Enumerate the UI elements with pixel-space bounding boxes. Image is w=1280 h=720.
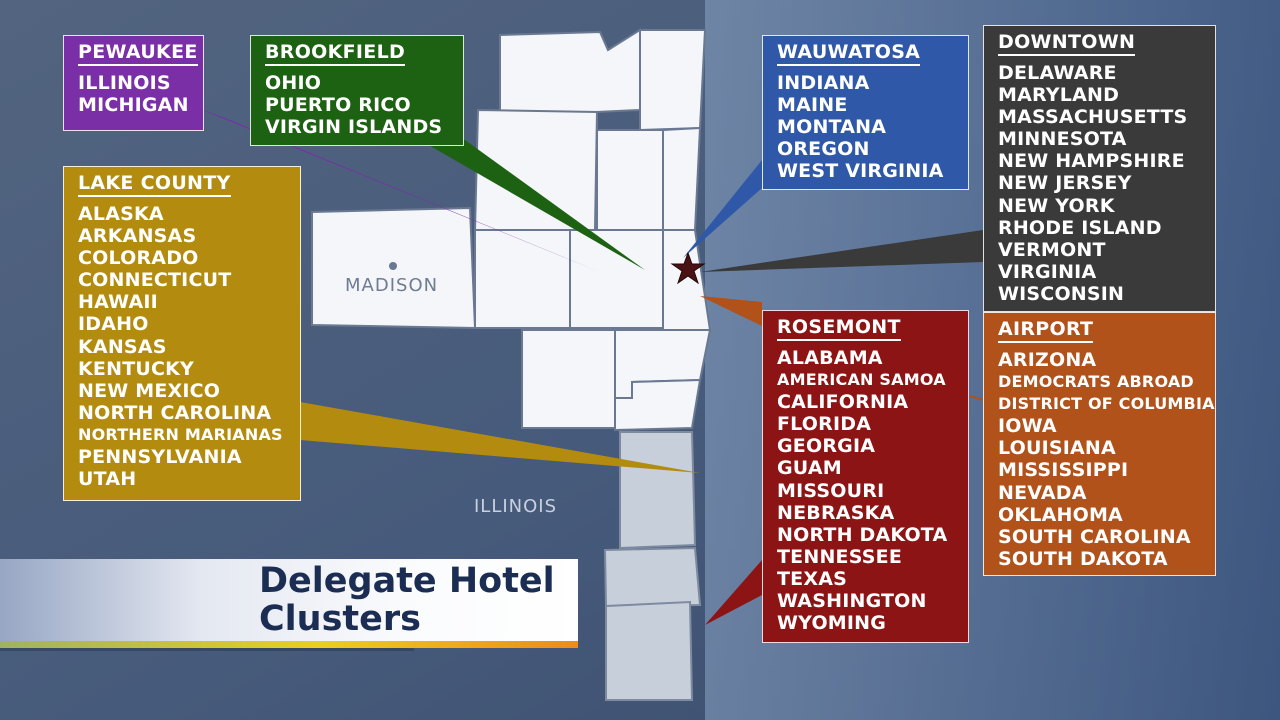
wauwatosa-pointer — [683, 160, 762, 258]
illinois-label: ILLINOIS — [474, 496, 557, 517]
state-list: ARIZONA DEMOCRATS ABROAD DISTRICT OF COL… — [998, 349, 1215, 570]
state-item: MONTANA — [777, 116, 887, 139]
state-item: FLORIDA — [777, 413, 872, 436]
state-item: OHIO — [265, 72, 322, 94]
page-title: Delegate Hotel Clusters — [259, 562, 559, 638]
lake-county-pointer — [300, 402, 700, 473]
state-item: VIRGINIA — [998, 260, 1097, 283]
state-item: ALABAMA — [777, 347, 883, 369]
state-list: ALABAMA AMERICAN SAMOA CALIFORNIA FLORID… — [777, 347, 968, 634]
state-item: NEW YORK — [998, 194, 1115, 217]
cluster-name: PEWAUKEE — [78, 42, 198, 66]
state-item: KENTUCKY — [78, 357, 195, 380]
state-item: DELAWARE — [998, 62, 1117, 84]
state-list: DELAWARE MARYLAND MASSACHUSETTS MINNESOT… — [998, 62, 1215, 305]
cluster-name: WAUWATOSA — [777, 42, 921, 66]
state-item: ARIZONA — [998, 349, 1097, 371]
state-item: GEORGIA — [777, 435, 876, 458]
cluster-airport: AIRPORT ARIZONA DEMOCRATS ABROAD DISTRIC… — [983, 312, 1216, 576]
cluster-name: DOWNTOWN — [998, 32, 1136, 56]
cluster-lake-county: LAKE COUNTY ALASKA ARKANSAS COLORADO CON… — [63, 166, 301, 501]
state-item: NEW JERSEY — [998, 172, 1132, 195]
state-item: NORTHERN MARIANAS — [78, 424, 283, 444]
state-item: DEMOCRATS ABROAD — [998, 372, 1194, 392]
state-item: MARYLAND — [998, 84, 1120, 107]
state-item: PENNSYLVANIA — [78, 446, 242, 469]
callout-pointers — [190, 105, 984, 625]
state-item: MASSACHUSETTS — [998, 106, 1188, 129]
state-item: VERMONT — [998, 238, 1106, 261]
state-item: WISCONSIN — [998, 282, 1125, 305]
title-banner — [0, 559, 578, 647]
state-item: NORTH DAKOTA — [777, 523, 948, 546]
state-item: MISSISSIPPI — [998, 459, 1129, 482]
title-shadow — [0, 648, 414, 651]
brookfield-pointer — [420, 140, 645, 270]
state-item: AMERICAN SAMOA — [777, 370, 946, 390]
star-icon — [670, 251, 706, 285]
state-item: CONNECTICUT — [78, 269, 232, 292]
state-item: ARKANSAS — [78, 225, 197, 248]
cluster-name: LAKE COUNTY — [78, 173, 231, 197]
state-item: HAWAII — [78, 291, 158, 314]
state-item: MISSOURI — [777, 479, 885, 502]
state-item: CALIFORNIA — [777, 391, 909, 414]
state-item: GUAM — [777, 457, 842, 480]
state-item: NEW MEXICO — [78, 379, 221, 402]
rosemont-lower-pointer — [705, 560, 762, 625]
state-item: DISTRICT OF COLUMBIA — [998, 394, 1215, 414]
cluster-pewaukee: PEWAUKEE ILLINOIS MICHIGAN — [63, 35, 204, 131]
cluster-brookfield: BROOKFIELD OHIO PUERTO RICO VIRGIN ISLAN… — [250, 35, 464, 146]
state-item: RHODE ISLAND — [998, 216, 1162, 239]
cluster-wauwatosa: WAUWATOSA INDIANA MAINE MONTANA OREGON W… — [762, 35, 969, 190]
state-item: IOWA — [998, 415, 1057, 438]
madison-label: MADISON — [345, 275, 438, 296]
state-list: ALASKA ARKANSAS COLORADO CONNECTICUT HAW… — [78, 203, 300, 490]
state-item: LOUISIANA — [998, 437, 1116, 460]
downtown-pointer — [700, 230, 983, 272]
state-item: SOUTH DAKOTA — [998, 547, 1168, 570]
state-item: INDIANA — [777, 72, 870, 94]
state-item: UTAH — [78, 468, 137, 491]
rosemont-pointer — [700, 296, 762, 326]
state-item: ALASKA — [78, 203, 164, 225]
state-item: VIRGIN ISLANDS — [265, 116, 443, 139]
state-item: MICHIGAN — [78, 94, 189, 117]
state-item: NORTH CAROLINA — [78, 401, 272, 424]
state-item: NEW HAMPSHIRE — [998, 150, 1185, 173]
state-item: TENNESSEE — [777, 545, 902, 568]
cluster-name: AIRPORT — [998, 319, 1094, 343]
state-item: PUERTO RICO — [265, 94, 411, 117]
state-item: OKLAHOMA — [998, 503, 1123, 526]
title-accent-bar — [0, 641, 578, 648]
title-text: Delegate Hotel Clusters — [259, 561, 555, 639]
state-item: NEVADA — [998, 481, 1087, 504]
state-item: KANSAS — [78, 335, 167, 358]
state-item: MINNESOTA — [998, 128, 1127, 151]
state-item: COLORADO — [78, 247, 199, 270]
state-item: MAINE — [777, 94, 848, 117]
cluster-name: ROSEMONT — [777, 317, 901, 341]
state-list: ILLINOIS MICHIGAN — [78, 72, 203, 116]
state-item: OREGON — [777, 138, 870, 161]
pewaukee-pointer — [190, 105, 600, 272]
state-item: WASHINGTON — [777, 590, 927, 613]
cluster-downtown: DOWNTOWN DELAWARE MARYLAND MASSACHUSETTS… — [983, 25, 1216, 312]
state-item: TEXAS — [777, 567, 847, 590]
state-item: WEST VIRGINIA — [777, 160, 944, 183]
state-item: ILLINOIS — [78, 72, 171, 94]
state-item: WYOMING — [777, 612, 887, 635]
state-list: OHIO PUERTO RICO VIRGIN ISLANDS — [265, 72, 463, 138]
wisconsin-counties — [311, 28, 712, 432]
state-item: NEBRASKA — [777, 501, 895, 524]
cluster-rosemont: ROSEMONT ALABAMA AMERICAN SAMOA CALIFORN… — [762, 310, 969, 643]
illinois-counties — [603, 431, 702, 701]
state-list: INDIANA MAINE MONTANA OREGON WEST VIRGIN… — [777, 72, 968, 182]
cluster-name: BROOKFIELD — [265, 42, 406, 66]
airport-pointer — [969, 395, 984, 401]
state-item: IDAHO — [78, 313, 149, 336]
state-item: SOUTH CAROLINA — [998, 525, 1191, 548]
